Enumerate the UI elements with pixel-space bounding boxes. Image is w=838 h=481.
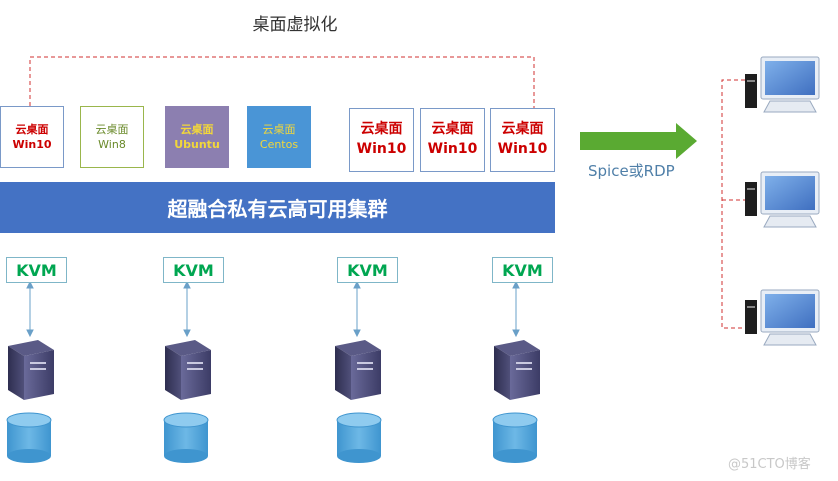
protocol-label: Spice或RDP: [588, 162, 675, 180]
vm-box-win10: 云桌面 Win10: [0, 106, 64, 168]
kvm-box: KVM: [492, 257, 553, 283]
vm-box-ubuntu: 云桌面 Ubuntu: [165, 106, 229, 168]
vm-box-win10: 云桌面 Win10: [490, 108, 555, 172]
server-icon: [165, 340, 211, 400]
vm-os: Centos: [259, 138, 299, 151]
kvm-server-links: [26, 280, 520, 338]
vm-label: 云桌面: [15, 122, 49, 136]
client-computer-icon: [745, 289, 820, 346]
vm-os: Win10: [12, 138, 52, 151]
vm-box-win8: 云桌面 Win8: [80, 106, 144, 168]
client-computer-icon: [745, 171, 820, 228]
disk-icon: [492, 412, 538, 463]
vm-dashed-connector: [29, 56, 535, 108]
delivery-arrow: [580, 123, 697, 159]
cluster-bar: 超融合私有云高可用集群: [0, 182, 555, 233]
vm-label: 云桌面: [95, 122, 129, 136]
vm-os: Win10: [427, 141, 478, 157]
vm-label: 云桌面: [180, 122, 214, 136]
kvm-box: KVM: [163, 257, 224, 283]
vm-box-centos: 云桌面 Centos: [247, 106, 311, 168]
kvm-box: KVM: [6, 257, 67, 283]
server-icon: [494, 340, 540, 400]
vm-label: 云桌面: [360, 121, 403, 138]
diagram-title: 桌面虚拟化: [252, 15, 338, 35]
watermark: @51CTO博客: [728, 457, 811, 472]
disk-icon: [163, 412, 209, 463]
client-computer-icon: [745, 56, 820, 113]
server-icon: [8, 340, 54, 400]
kvm-box: KVM: [337, 257, 398, 283]
vm-label: 云桌面: [501, 121, 544, 138]
vm-os: Ubuntu: [174, 138, 220, 151]
server-icon: [335, 340, 381, 400]
vm-os: Win8: [98, 138, 126, 151]
disk-icon: [6, 412, 52, 463]
vm-box-win10: 云桌面 Win10: [420, 108, 485, 172]
vm-os: Win10: [356, 141, 407, 157]
vm-os: Win10: [497, 141, 548, 157]
vm-box-win10: 云桌面 Win10: [349, 108, 414, 172]
client-dashed-bracket: [721, 79, 745, 329]
vm-label: 云桌面: [431, 121, 474, 138]
vm-label: 云桌面: [262, 122, 296, 136]
disk-icon: [336, 412, 382, 463]
